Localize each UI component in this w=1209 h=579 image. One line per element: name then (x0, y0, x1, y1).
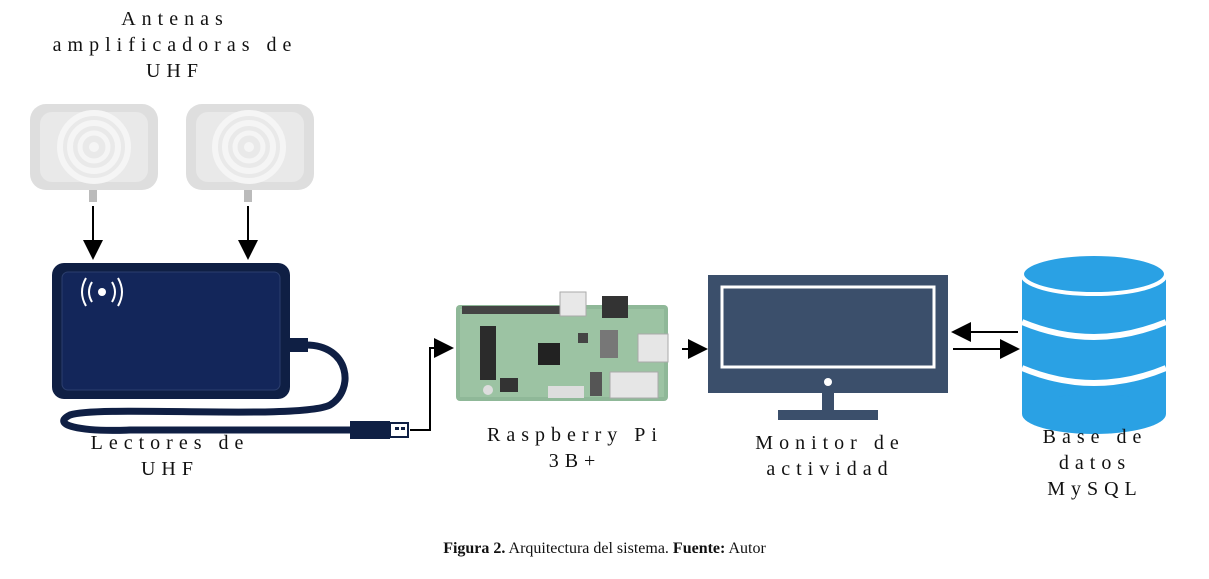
label-base-datos: Base de datos MySQL (1042, 426, 1148, 500)
caption-source-label: Fuente: (672, 540, 726, 557)
database-icon (1020, 252, 1168, 434)
rfid-reader-icon (52, 263, 308, 399)
caption-figure: Figura 2. (443, 540, 506, 557)
label-antenas: Antenas amplificadoras de UHF (52, 8, 298, 82)
arrow-usb-raspberry (410, 338, 454, 431)
label-monitor: Monitor de actividad (755, 432, 905, 480)
rfid-antenna-icon (186, 104, 314, 202)
raspberry-pi-board-icon (456, 291, 669, 401)
rfid-antenna-icon (30, 104, 158, 202)
label-raspberry: Raspberry Pi 3B+ (487, 424, 663, 472)
figure-caption: Figura 2. Arquitectura del sistema. Fuen… (0, 540, 1209, 558)
label-lectores: Lectores de UHF (90, 432, 250, 480)
caption-text: Arquitectura del sistema. (505, 540, 673, 557)
monitor-icon (708, 275, 948, 420)
usb-cable (60, 341, 352, 434)
usb-plug-icon (350, 421, 409, 439)
caption-source: Autor (725, 540, 766, 557)
